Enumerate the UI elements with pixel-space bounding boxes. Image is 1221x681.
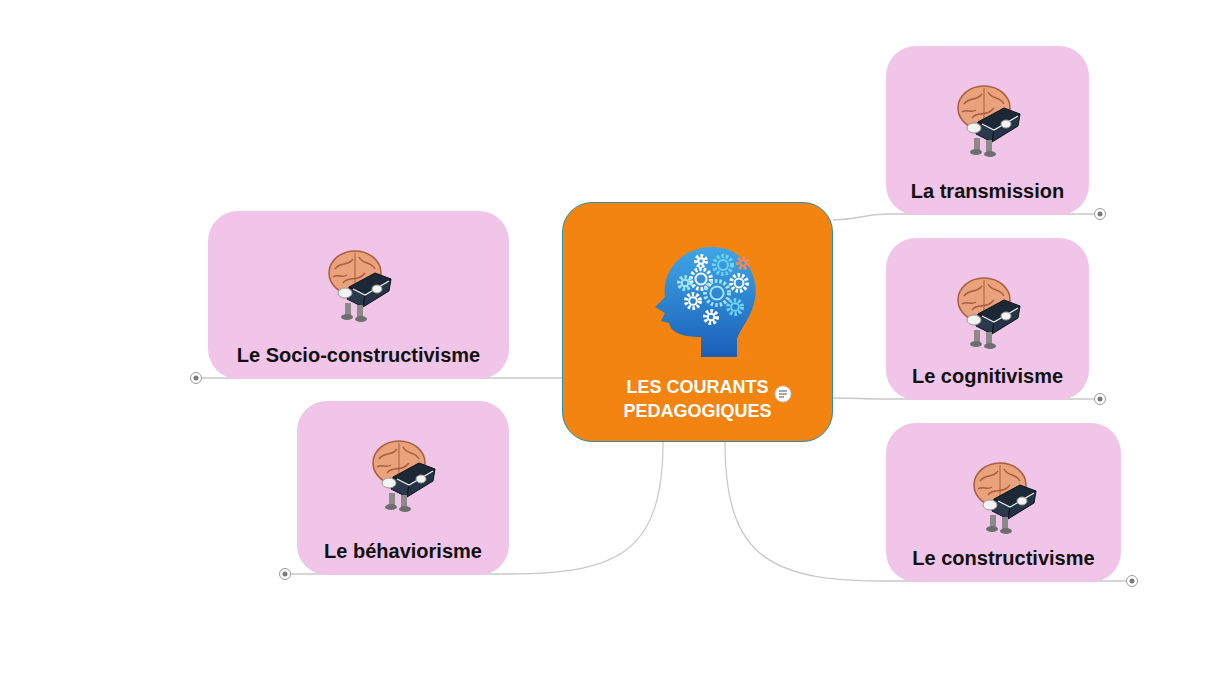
- collapse-dot-core: [1098, 212, 1103, 217]
- topic-label: Le cognitivisme: [886, 364, 1089, 388]
- branch-topic: Le cognitivisme: [886, 238, 1089, 400]
- collapse-dot: [1095, 209, 1106, 220]
- branch-connector: [833, 214, 888, 220]
- collapse-dot: [191, 373, 202, 384]
- branch-connector: [507, 377, 562, 378]
- collapse-dot-core: [1098, 397, 1103, 402]
- topic-label: La transmission: [886, 179, 1089, 203]
- branch-topic: La transmission: [886, 46, 1089, 215]
- topic-label: Le constructivisme: [886, 546, 1121, 570]
- brain-reading-icon: [363, 433, 443, 517]
- branch-topic: Le béhaviorisme: [297, 401, 509, 575]
- brain-reading-icon: [948, 78, 1028, 162]
- central-title: LES COURANTS PEDAGOGIQUES: [563, 375, 832, 423]
- branch-topic: Le constructivisme: [886, 423, 1121, 582]
- branch-topic: Le Socio-constructivisme: [208, 211, 509, 379]
- collapse-dot: [1095, 394, 1106, 405]
- central-topic: LES COURANTS PEDAGOGIQUES: [562, 202, 833, 442]
- branch-connector: [725, 442, 888, 581]
- brain-reading-icon: [319, 243, 399, 327]
- topic-label: Le Socio-constructivisme: [208, 343, 509, 367]
- branch-connector: [833, 398, 888, 399]
- collapse-dot-core: [283, 572, 288, 577]
- collapse-dot: [280, 569, 291, 580]
- brain-reading-icon: [964, 455, 1044, 539]
- collapse-dot: [1127, 576, 1138, 587]
- collapse-dot-core: [194, 376, 199, 381]
- note-icon: [774, 385, 792, 407]
- topic-label: Le béhaviorisme: [297, 539, 509, 563]
- collapse-dot-core: [1130, 579, 1135, 584]
- branch-connector: [507, 442, 663, 574]
- brain-reading-icon: [948, 270, 1028, 354]
- head-gears-icon: [639, 239, 759, 363]
